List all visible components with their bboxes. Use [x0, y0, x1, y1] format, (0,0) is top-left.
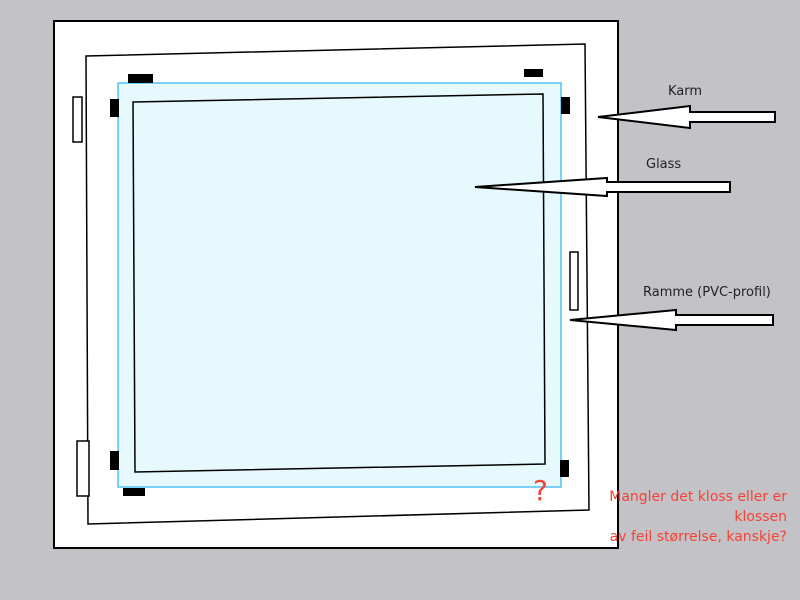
- hinge: [72, 96, 83, 143]
- note-line-1: Mangler det kloss eller er klossen: [609, 489, 787, 525]
- question-mark-icon: ?: [533, 474, 548, 507]
- block: [110, 99, 119, 117]
- block: [560, 460, 569, 477]
- hinges: [72, 96, 579, 497]
- hinge: [569, 251, 579, 311]
- block: [123, 488, 145, 496]
- ramme-arrow-icon: [569, 308, 774, 332]
- note-line-2: av feil størrelse, kanskje?: [609, 529, 787, 545]
- block: [128, 74, 153, 83]
- note-text: Mangler det kloss eller er klossen av fe…: [560, 487, 787, 547]
- karm-arrow-icon: [597, 104, 776, 130]
- ramme-label: Ramme (PVC-profil): [643, 285, 771, 300]
- hinge: [76, 440, 90, 497]
- block: [110, 451, 119, 470]
- glass-pane: [117, 82, 562, 488]
- block: [561, 97, 570, 114]
- karm-label: Karm: [668, 84, 703, 99]
- block: [524, 69, 543, 77]
- glass-label: Glass: [646, 157, 682, 172]
- setting-blocks: [110, 69, 570, 496]
- ramme-inner-frame: [132, 93, 546, 473]
- glass-arrow-icon: [474, 176, 731, 198]
